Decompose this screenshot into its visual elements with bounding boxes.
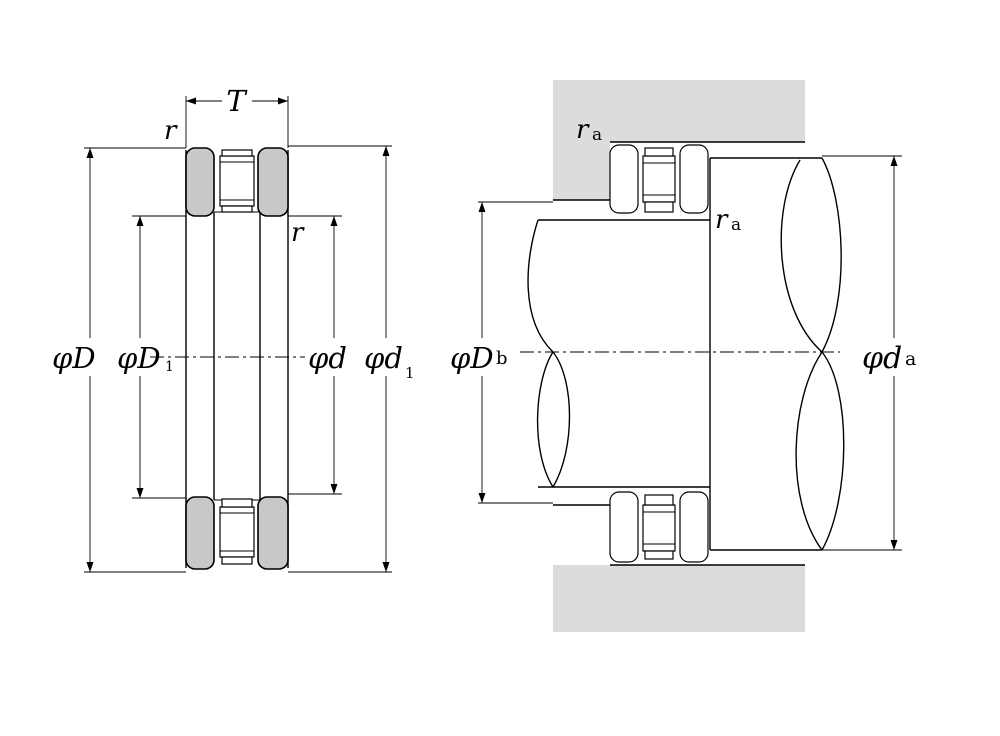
right-top-race-1 bbox=[609, 144, 639, 214]
dimension-T: T bbox=[185, 84, 289, 148]
right-mounting-section: r a r a φD b φd a bbox=[450, 80, 916, 632]
label-d1-subscript: 1 bbox=[405, 364, 415, 382]
left-top-race-2 bbox=[257, 147, 289, 217]
dimension-D: φD bbox=[52, 147, 186, 573]
shaft bbox=[527, 157, 845, 551]
label-da-subscript: a bbox=[905, 348, 916, 370]
left-bottom-roller bbox=[219, 498, 255, 565]
left-bottom-race-1 bbox=[185, 496, 215, 570]
label-r-inner: r bbox=[291, 218, 305, 248]
dimension-Db: φD b bbox=[450, 201, 553, 504]
svg-text:r: r bbox=[576, 115, 590, 145]
label-phi-Db: φD bbox=[450, 341, 494, 375]
label-ra-inner: r a bbox=[715, 205, 741, 235]
housing-contour bbox=[553, 141, 805, 566]
label-D1-subscript: 1 bbox=[165, 359, 174, 375]
right-top-roller bbox=[642, 147, 676, 213]
svg-text:a: a bbox=[592, 125, 602, 145]
dimension-d1: φd 1 bbox=[288, 145, 415, 573]
label-Db-subscript: b bbox=[496, 348, 508, 369]
label-phi-D: φD bbox=[52, 341, 96, 375]
svg-text:r: r bbox=[715, 205, 729, 235]
left-bottom-race-2 bbox=[257, 496, 289, 570]
label-phi-da: φd bbox=[862, 341, 902, 376]
right-bottom-roller bbox=[642, 494, 676, 560]
dimension-d: φd bbox=[288, 215, 347, 495]
label-r-top: r bbox=[164, 116, 178, 146]
left-top-race-1 bbox=[185, 147, 215, 217]
dimension-da: φd a bbox=[822, 155, 916, 551]
right-bottom-race-2 bbox=[679, 491, 709, 563]
right-top-race-2 bbox=[679, 144, 709, 214]
svg-text:a: a bbox=[731, 215, 741, 235]
label-T: T bbox=[226, 84, 248, 118]
left-top-roller bbox=[219, 149, 255, 213]
dimension-D1: φD 1 bbox=[117, 215, 186, 499]
shaft-and-bore-opening bbox=[553, 200, 710, 565]
label-phi-D1: φD bbox=[117, 341, 161, 375]
label-phi-d: φd bbox=[308, 341, 347, 375]
right-bottom-race-1 bbox=[609, 491, 639, 563]
label-phi-d1: φd bbox=[364, 341, 403, 375]
left-bearing-section: T r r φD φD 1 bbox=[52, 84, 415, 573]
label-ra-top: r a bbox=[576, 115, 602, 145]
